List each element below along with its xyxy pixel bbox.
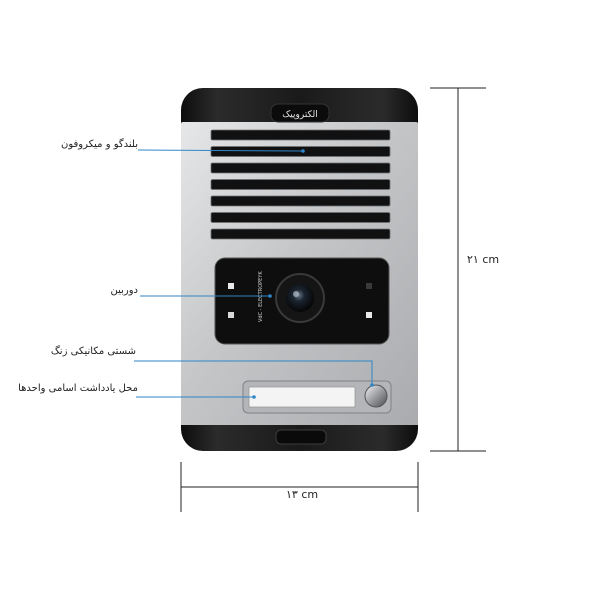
- leader-lines: [134, 149, 374, 399]
- speaker-slot: [210, 195, 391, 207]
- leader-speaker: [137, 149, 304, 152]
- leader-button-dot: [370, 383, 374, 387]
- logo-badge: [270, 103, 330, 123]
- bottom-slot: [275, 429, 327, 445]
- label-button: شستی مکانیکی زنگ: [50, 346, 136, 357]
- leader-button: [134, 360, 373, 385]
- label-nameplate: محل یادداشت اسامی واحدها: [18, 383, 138, 394]
- speaker-slot: [210, 212, 391, 223]
- bell-button[interactable]: [364, 384, 388, 408]
- led-bottom-left: [228, 312, 234, 318]
- dimension-width: ۱۳ cm: [286, 488, 319, 501]
- leader-camera-dot: [268, 294, 272, 298]
- lens-highlight: [293, 291, 299, 297]
- nameplate-card: [248, 386, 356, 408]
- speaker-slot: [210, 129, 391, 141]
- led-top-right: [366, 283, 372, 289]
- label-camera: دوربین: [110, 285, 138, 296]
- leader-speaker-dot: [301, 149, 305, 153]
- speaker-slot: [210, 162, 391, 174]
- speaker-slot: [210, 179, 391, 190]
- label-speaker: بلندگو و میکروفون: [60, 139, 138, 150]
- dimension-height: ۲۱ cm: [467, 253, 500, 266]
- leader-nameplate-dot: [252, 395, 256, 399]
- camera-lens: [286, 284, 314, 312]
- dimension-lines: [180, 87, 486, 512]
- led-top-left: [228, 283, 234, 289]
- speaker-grille: [210, 129, 391, 240]
- speaker-slot: [210, 228, 391, 240]
- logo-text: الکتروپیک: [282, 110, 318, 120]
- led-bottom-right: [366, 312, 372, 318]
- speaker-slot: [210, 146, 391, 157]
